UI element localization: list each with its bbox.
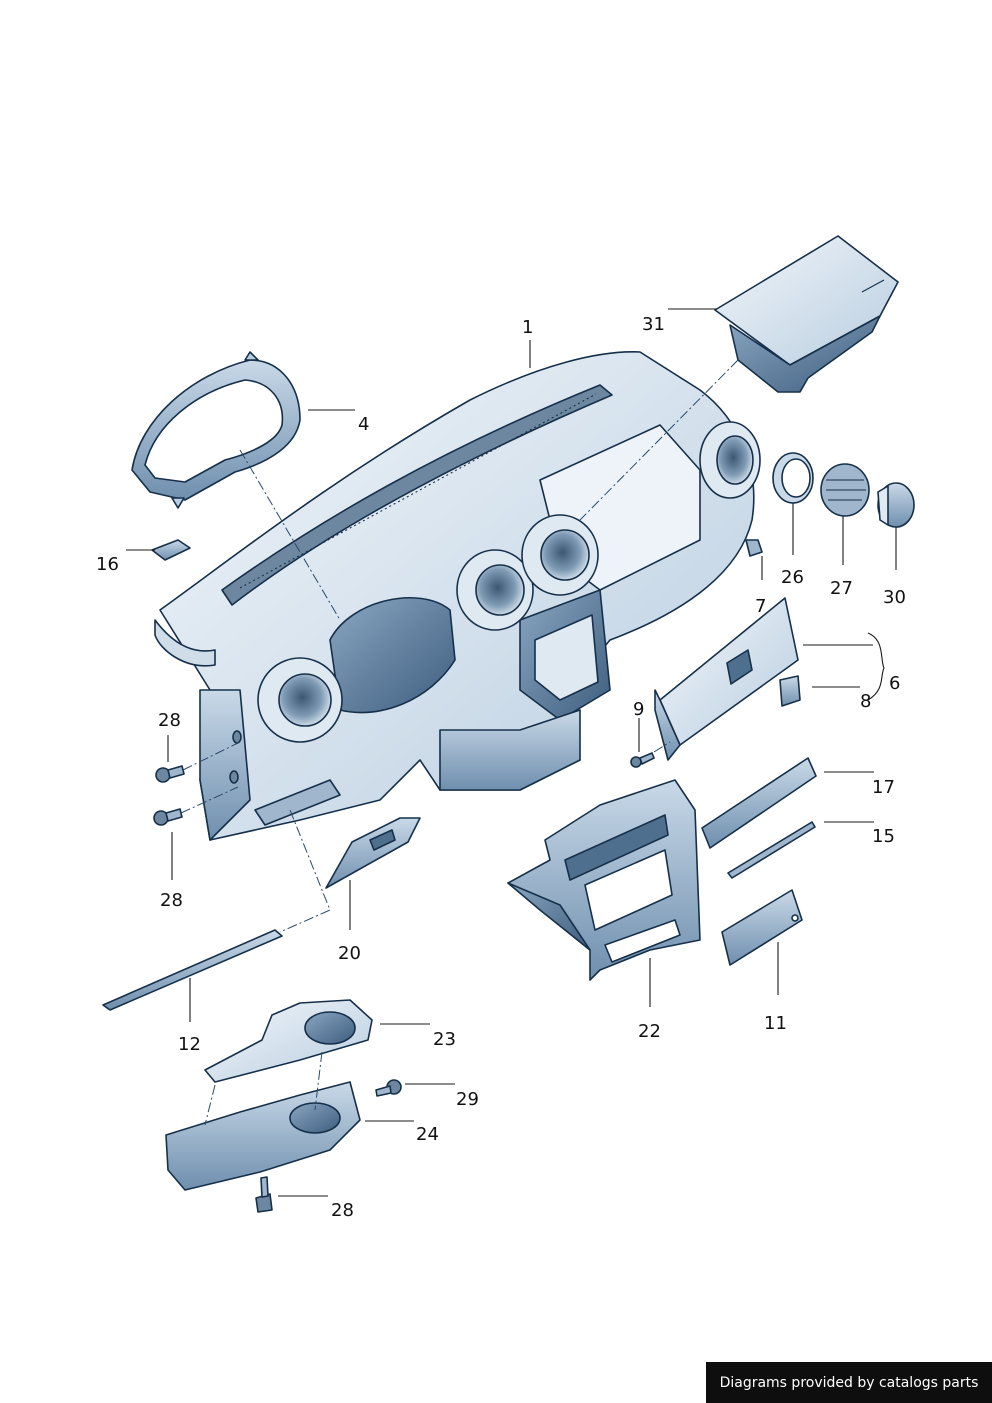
callout-4: 4 <box>358 414 369 435</box>
vent-louver <box>820 463 870 517</box>
callout-9: 9 <box>633 699 644 720</box>
glovebox-door <box>654 597 799 761</box>
vent-ring <box>772 452 814 504</box>
screw-29 <box>375 1079 402 1097</box>
glovebox-latch <box>779 675 801 707</box>
callout-28-middle: 28 <box>160 890 183 911</box>
callout-12: 12 <box>178 1034 201 1055</box>
callout-23: 23 <box>433 1029 456 1050</box>
callout-28-upper: 28 <box>158 710 181 731</box>
callout-22: 22 <box>638 1021 661 1042</box>
callout-29: 29 <box>456 1089 479 1110</box>
screw-28-upper <box>155 765 185 783</box>
callout-28-bottom: 28 <box>331 1200 354 1221</box>
screw-28-bottom <box>255 1176 273 1213</box>
dashboard-panel <box>154 351 761 841</box>
callout-31: 31 <box>642 314 665 335</box>
clip-7 <box>745 539 763 557</box>
passenger-airbag-module <box>714 235 899 393</box>
leader-lines <box>126 308 897 1197</box>
lower-column-shroud <box>165 1081 361 1191</box>
lower-trim-piece <box>325 817 421 889</box>
callout-1: 1 <box>522 317 533 338</box>
screw-9 <box>630 752 655 768</box>
assembly-lines <box>180 359 739 1126</box>
long-trim-strip <box>102 929 283 1011</box>
small-clip-part <box>151 539 191 561</box>
callout-8: 8 <box>860 691 871 712</box>
callout-15: 15 <box>872 826 895 847</box>
screw-28-lower <box>153 808 183 826</box>
callout-11: 11 <box>764 1013 787 1034</box>
credit-banner: Diagrams provided by catalogs parts <box>706 1362 992 1403</box>
dashboard-vent-center-1 <box>456 549 534 631</box>
switch-panel <box>721 889 803 966</box>
callout-16: 16 <box>96 554 119 575</box>
dashboard-vent-right <box>699 421 761 499</box>
callout-7: 7 <box>755 596 766 617</box>
trim-strip-15 <box>727 821 816 879</box>
callout-17: 17 <box>872 777 895 798</box>
callout-24: 24 <box>416 1124 439 1145</box>
credit-text: Diagrams provided by catalogs parts <box>719 1374 979 1391</box>
dashboard-vent-center-2 <box>521 514 599 596</box>
callout-labels: 1 4 31 16 26 27 30 7 6 8 9 28 28 17 15 2… <box>96 314 906 1221</box>
callout-27: 27 <box>830 578 853 599</box>
upper-column-shroud <box>204 999 373 1083</box>
dashboard-vent-left <box>257 657 343 743</box>
callout-6: 6 <box>889 673 900 694</box>
trim-strip-17 <box>701 757 817 849</box>
callout-30: 30 <box>883 587 906 608</box>
callout-20: 20 <box>338 943 361 964</box>
callout-26: 26 <box>781 567 804 588</box>
instrument-cluster-trim <box>131 351 301 509</box>
vent-cap <box>877 482 915 528</box>
center-console-bezel <box>507 779 701 981</box>
